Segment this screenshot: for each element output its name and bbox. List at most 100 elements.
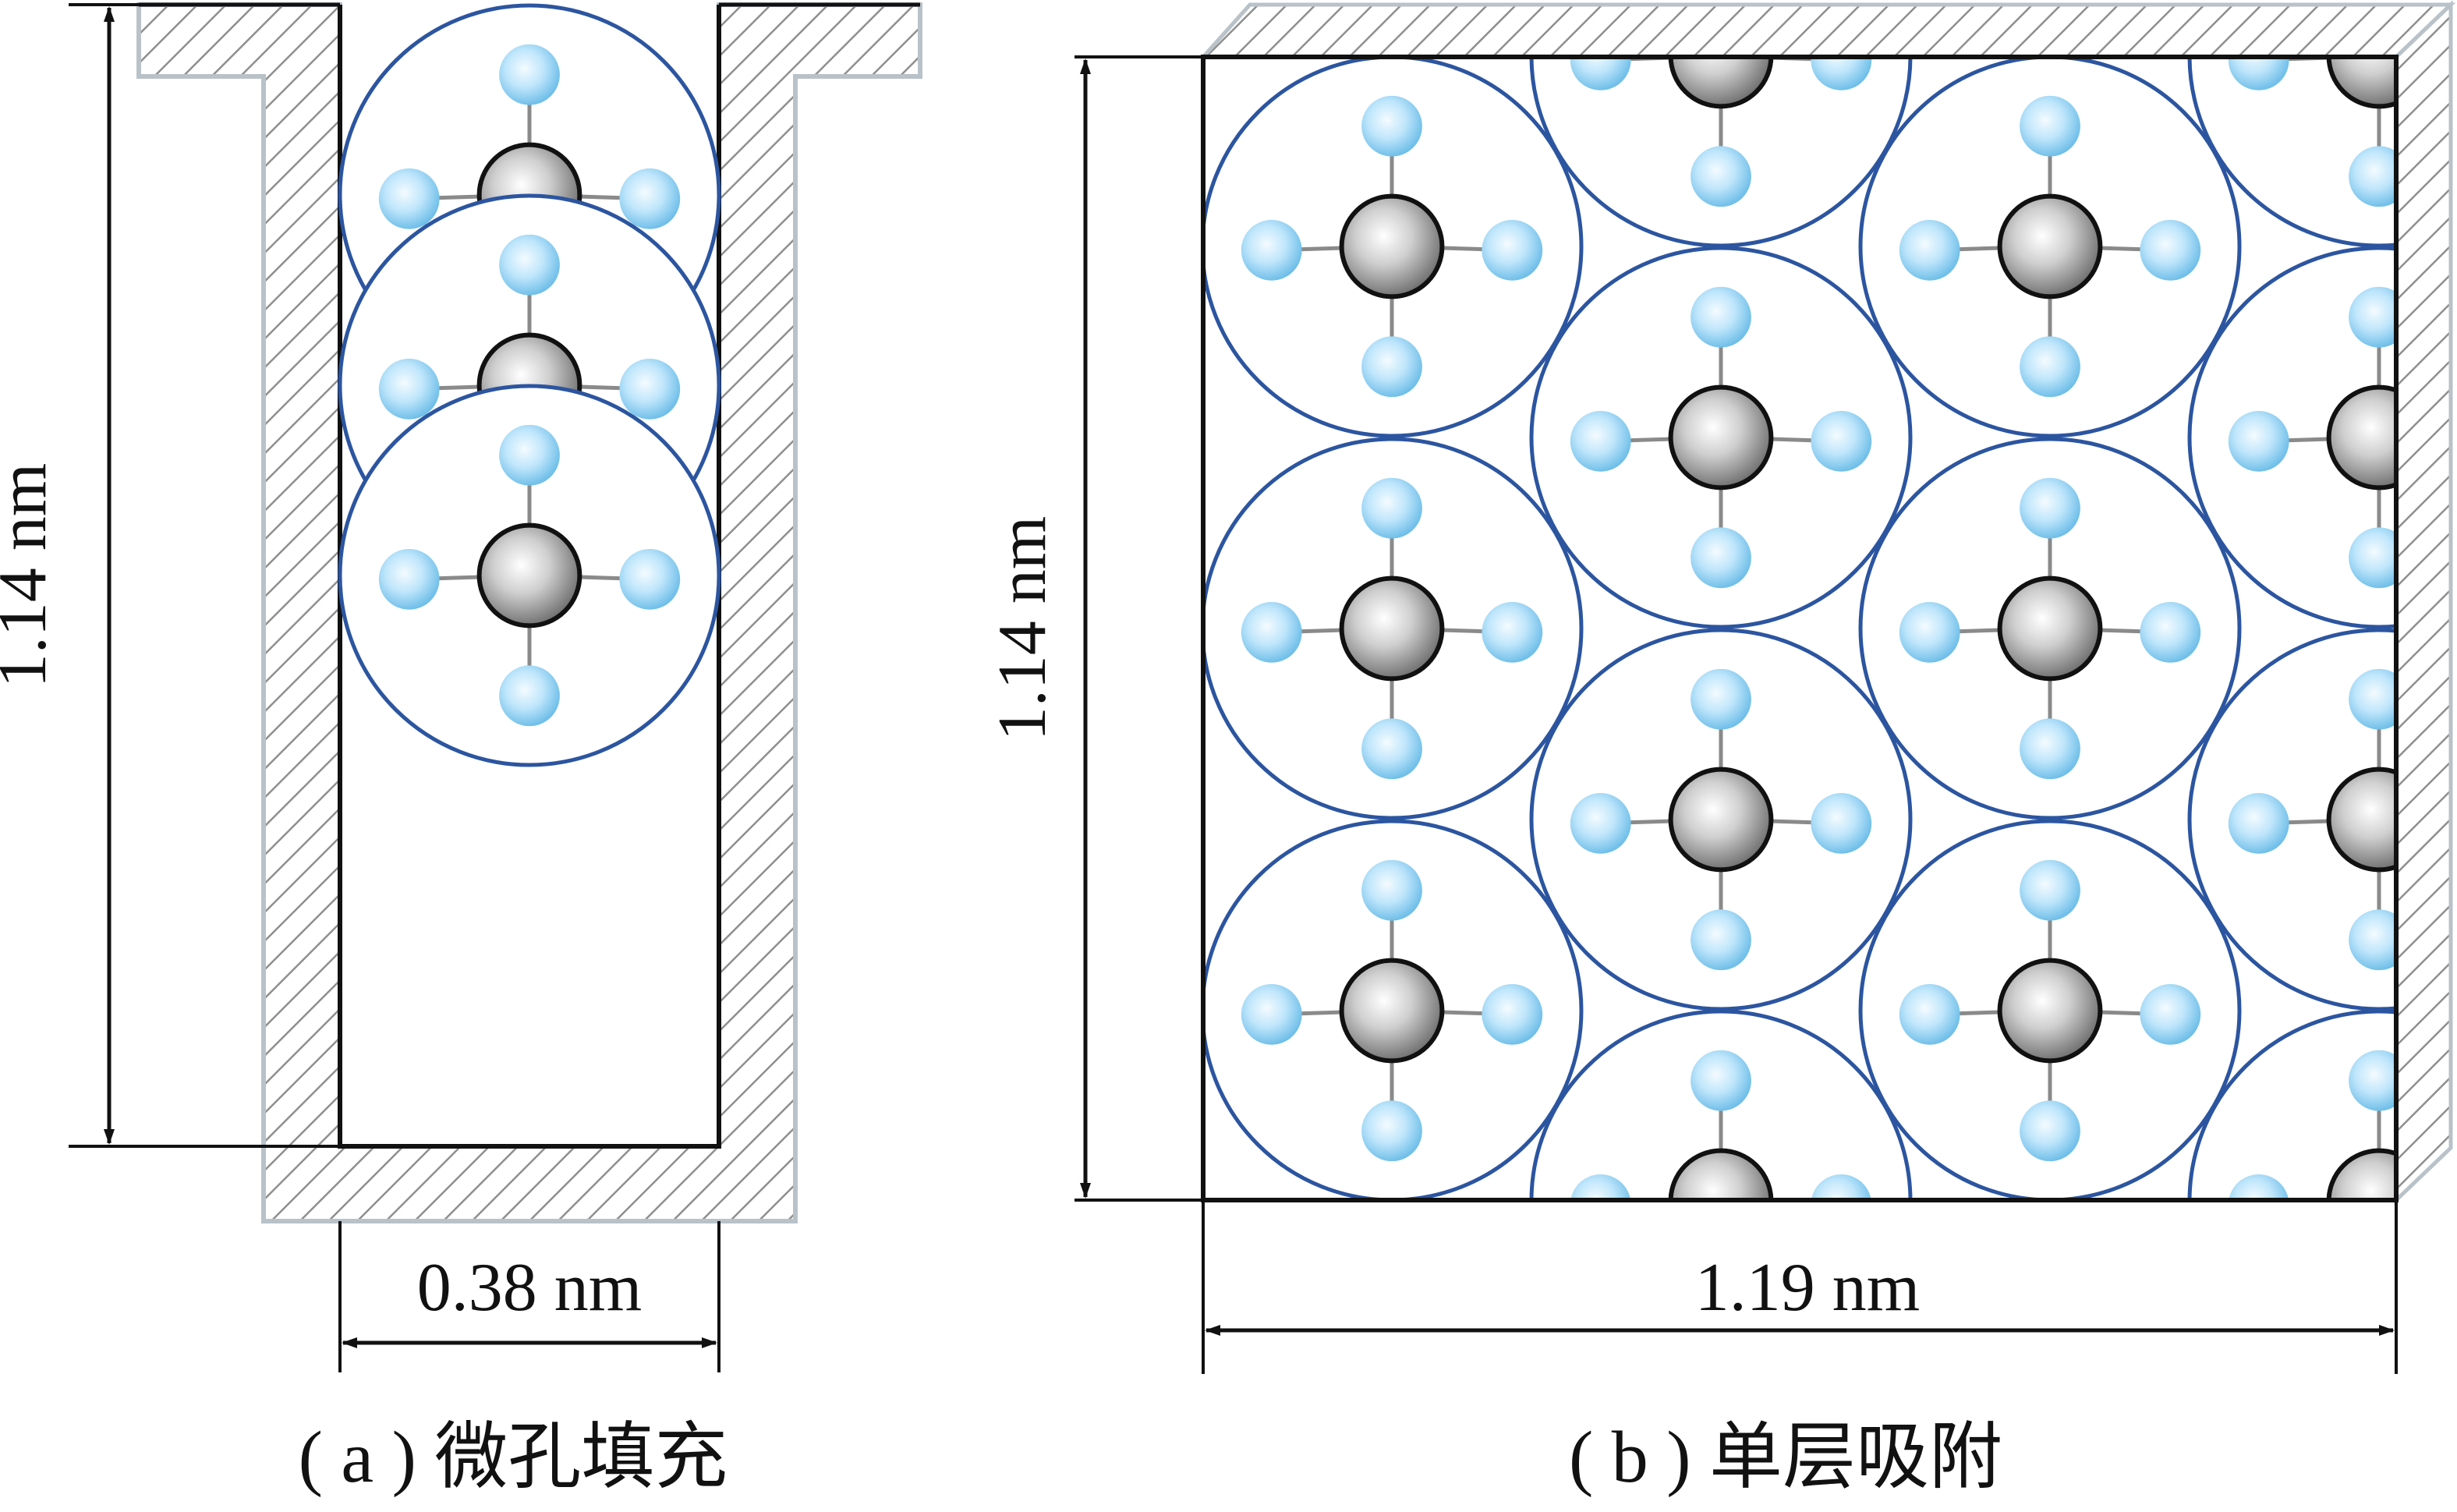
- hydrogen-atom: [1570, 1174, 1631, 1200]
- hydrogen-atom: [378, 168, 440, 229]
- hydrogen-atom: [2020, 718, 2080, 780]
- box-b-outline: [1201, 55, 2399, 1202]
- carbon-atom: [1339, 958, 1445, 1064]
- hydrogen-atom: [2020, 477, 2080, 539]
- hydrogen-atom: [1361, 1100, 1422, 1162]
- hydrogen-atom: [1482, 983, 1543, 1045]
- hydrogen-atom: [1361, 477, 1422, 539]
- molecules-b: [1203, 57, 2409, 1351]
- methane-molecule: [2187, 1009, 2409, 1351]
- carbon-atom: [476, 522, 582, 629]
- molecule-boundary-circle: [2187, 628, 2396, 1011]
- hydrogen-atom: [2020, 1100, 2080, 1162]
- molecule-boundary-circle: [2187, 1009, 2396, 1200]
- height-b-label: 1.14 nm: [985, 516, 1060, 741]
- hydrogen-atom: [2349, 1050, 2396, 1111]
- hydrogen-atom: [2020, 336, 2080, 398]
- hydrogen-atom: [1691, 527, 1751, 589]
- hydrogen-atom: [1241, 983, 1302, 1045]
- carbon-atom: [1997, 575, 2103, 682]
- panel-b: 1.14 nm 1.19 nm ( b ) 单层吸附: [985, 0, 2456, 1498]
- carbon-atom: [1997, 958, 2103, 1064]
- hydrogen-atom: [1570, 410, 1631, 472]
- hydrogen-atom: [1482, 601, 1543, 663]
- hydrogen-atom: [378, 358, 440, 420]
- molecule-boundary-circle: [2187, 57, 2396, 248]
- hydrogen-atom: [1241, 219, 1302, 281]
- height-a-label: 1.14 nm: [0, 463, 61, 688]
- hydrogen-atom: [499, 234, 560, 296]
- hydrogen-atom: [619, 168, 681, 229]
- methane-molecule: [1203, 57, 1584, 438]
- hydrogen-atom: [1361, 859, 1422, 921]
- hydrogen-atom: [2349, 286, 2396, 348]
- methane-molecule: [1858, 437, 2242, 820]
- methane-molecule: [338, 384, 721, 767]
- hydrogen-atom: [1482, 219, 1543, 281]
- methane-molecule: [2187, 246, 2396, 629]
- methane-molecule: [1529, 628, 1913, 1011]
- hydrogen-atom: [1570, 792, 1631, 854]
- caption-b: ( b ) 单层吸附: [1569, 1417, 2002, 1498]
- hydrogen-atom: [2228, 410, 2289, 472]
- carbon-atom: [1997, 193, 2103, 299]
- hydrogen-atom: [499, 665, 560, 727]
- carbon-atom: [1668, 1148, 1774, 1200]
- hydrogen-atom: [2229, 1174, 2289, 1200]
- width-b-label: 1.19 nm: [1695, 1250, 1920, 1326]
- hydrogen-atom: [2140, 983, 2201, 1045]
- hydrogen-atom: [1361, 718, 1422, 780]
- hydrogen-atom: [378, 548, 440, 610]
- width-a-label: 0.38 nm: [417, 1250, 642, 1326]
- hydrogen-atom: [2020, 859, 2080, 921]
- box-b-top-face: [1198, 2, 2456, 59]
- hydrogen-atom: [2349, 146, 2396, 207]
- hydrogen-atom: [1899, 219, 1960, 281]
- hydrogen-atom: [2349, 909, 2396, 971]
- carbon-atom: [1339, 575, 1445, 682]
- methane-molecule: [1858, 57, 2242, 438]
- hydrogen-atom: [1691, 909, 1751, 971]
- methane-molecule: [1529, 57, 1913, 248]
- hydrogen-atom: [619, 548, 681, 610]
- hydrogen-atom: [1899, 983, 1960, 1045]
- methane-molecule: [1529, 1009, 1913, 1200]
- carbon-atom: [1668, 384, 1774, 490]
- hydrogen-atom: [2140, 219, 2201, 281]
- panel-a: 1.14 nm 0.38 nm ( a ) 微孔填充: [0, 2, 922, 1498]
- carbon-atom: [2326, 57, 2396, 109]
- hydrogen-atom: [499, 424, 560, 486]
- methane-molecule: [1203, 437, 1584, 820]
- hydrogen-atom: [2020, 95, 2080, 157]
- hydrogen-atom: [1811, 57, 1872, 90]
- methane-molecule: [1529, 246, 1913, 629]
- hydrogen-atom: [1361, 336, 1422, 398]
- hydrogen-atom: [1361, 95, 1422, 157]
- caption-a: ( a ) 微孔填充: [299, 1417, 728, 1498]
- hydrogen-atom: [2140, 601, 2201, 663]
- hydrogen-atom: [1691, 146, 1751, 207]
- molecules-a: [338, 3, 721, 767]
- hydrogen-atom: [1811, 792, 1872, 854]
- hydrogen-atom: [1811, 410, 1872, 472]
- hydrogen-atom: [2349, 668, 2396, 730]
- box-b-right-face: [2394, 0, 2453, 1205]
- molecule-boundary-circle: [2187, 246, 2396, 629]
- carbon-atom: [2326, 384, 2396, 490]
- hydrogen-atom: [2228, 57, 2289, 90]
- hydrogen-atom: [1241, 601, 1302, 663]
- hydrogen-atom: [1899, 601, 1960, 663]
- carbon-atom: [1339, 193, 1445, 299]
- carbon-atom: [2326, 1148, 2396, 1200]
- methane-molecule: [1858, 819, 2242, 1200]
- hydrogen-atom: [1691, 1050, 1751, 1111]
- methane-molecule: [2187, 628, 2396, 1011]
- hydrogen-atom: [1691, 286, 1751, 348]
- hydrogen-atom: [2349, 1291, 2409, 1351]
- hydrogen-atom: [2228, 792, 2289, 854]
- methane-molecule: [2187, 57, 2396, 248]
- hydrogen-atom: [1691, 668, 1751, 730]
- hydrogen-atom: [619, 358, 681, 420]
- hydrogen-atom: [1570, 57, 1631, 90]
